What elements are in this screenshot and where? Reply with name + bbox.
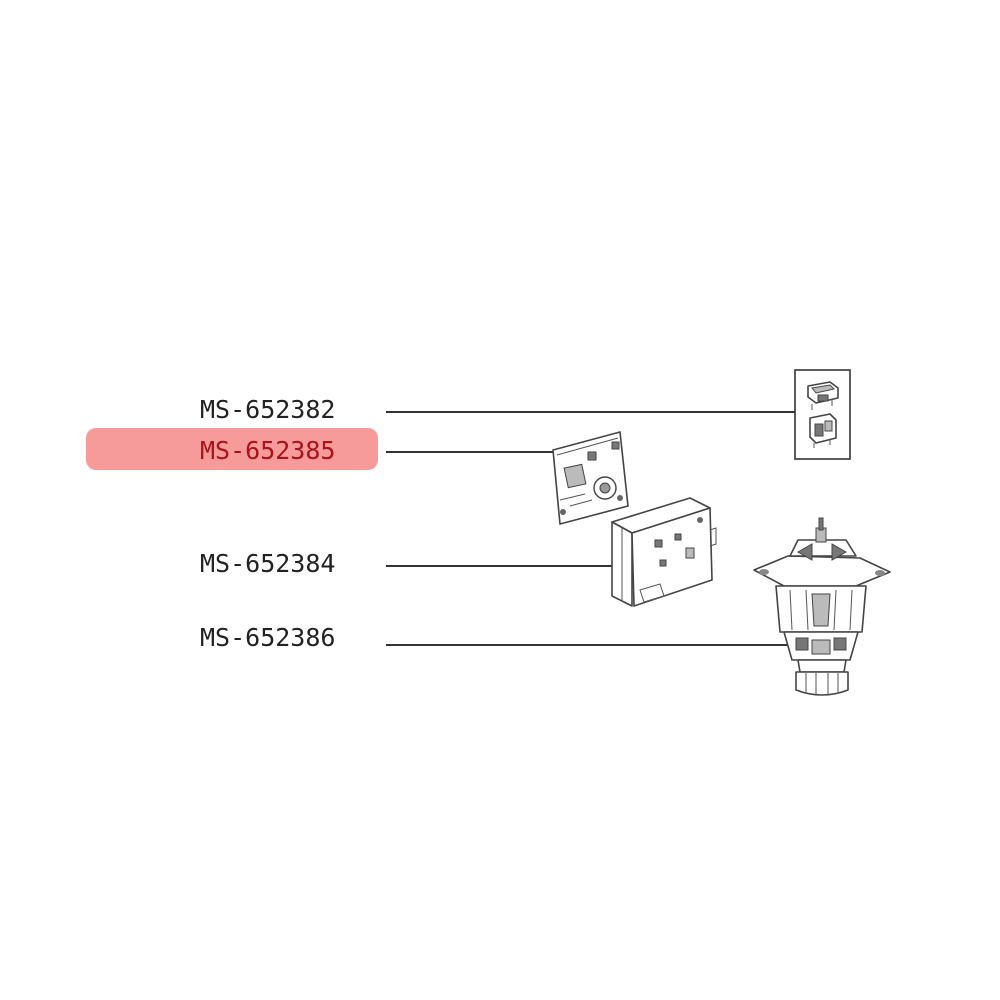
control-board-part-icon[interactable] [552,431,629,525]
part-label-ms-652382[interactable]: MS-652382 [200,395,336,424]
part-label-ms-652384[interactable]: MS-652384 [200,549,336,578]
part-label-ms-652386[interactable]: MS-652386 [200,623,336,652]
switch-part-icon[interactable] [794,369,851,460]
selected-part-highlight [86,428,378,470]
electronic-module-part-icon[interactable] [611,497,717,607]
motor-part-icon[interactable] [753,517,891,696]
part-label-ms-652385[interactable]: MS-652385 [200,436,336,465]
